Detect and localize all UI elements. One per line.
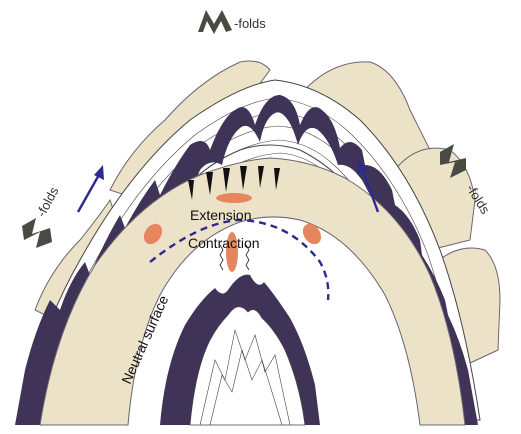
strain-ellipses bbox=[143, 193, 322, 272]
dark-layer-outer bbox=[15, 95, 478, 425]
strain-ellipse-top bbox=[216, 193, 252, 203]
m-fold-glyph-icon bbox=[198, 10, 232, 34]
inner-core bbox=[160, 274, 320, 426]
arrow-up-right-icon bbox=[76, 165, 104, 213]
strain-ellipse-right bbox=[302, 223, 322, 245]
contraction-label: Contraction bbox=[188, 235, 260, 251]
crack-1 bbox=[188, 180, 194, 200]
strain-ellipse-left bbox=[143, 223, 163, 245]
inner-core-lines bbox=[199, 328, 291, 426]
stylolite-2 bbox=[245, 244, 250, 271]
extension-cracks bbox=[188, 166, 280, 200]
extension-label: Extension bbox=[190, 207, 251, 223]
competent-layer-band bbox=[39, 157, 466, 426]
z-fold-glyph-icon bbox=[22, 218, 52, 248]
shear-arrows bbox=[76, 160, 380, 213]
arrow-up-left-icon bbox=[357, 160, 380, 213]
s-fold-glyph-icon bbox=[440, 144, 466, 178]
inner-dark-band bbox=[160, 274, 320, 425]
crack-6 bbox=[274, 168, 280, 190]
stylolites bbox=[219, 244, 250, 271]
z-folds-label: -folds bbox=[33, 184, 61, 220]
crack-3 bbox=[223, 168, 230, 192]
dark-layer-outer-band bbox=[15, 95, 478, 425]
crack-2 bbox=[206, 172, 213, 195]
face-right-upper bbox=[299, 61, 431, 176]
competent-layer bbox=[39, 157, 466, 426]
crack-4 bbox=[240, 166, 247, 190]
stylolite-1 bbox=[219, 244, 224, 271]
neutral-surface-line bbox=[149, 218, 330, 301]
crack-5 bbox=[258, 166, 264, 188]
m-folds-label: -folds bbox=[234, 16, 266, 31]
strain-ellipse-core bbox=[226, 232, 238, 272]
